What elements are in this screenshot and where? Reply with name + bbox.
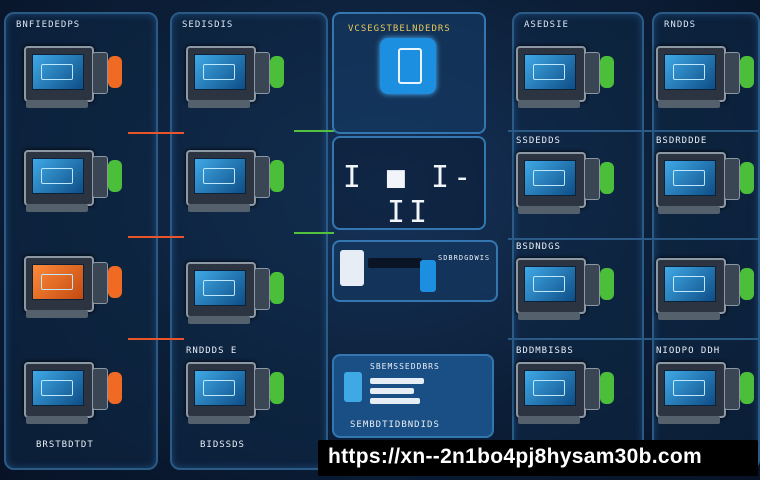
status-tag [108,160,122,192]
connector-line [294,130,334,132]
status-tag [270,372,284,404]
device-monitor [516,356,616,432]
phone-icon [380,38,436,94]
connector-line [128,338,184,340]
status-tag [600,162,614,194]
status-tag [108,266,122,298]
connector-line [128,132,184,134]
card-panel: SDBRDGDWIS [332,240,498,302]
card-bar [370,378,424,384]
status-tag [740,372,754,404]
device-monitor [24,250,124,326]
device-monitor [24,356,124,432]
row-label: SSDEDDS [516,136,561,146]
device-monitor [656,146,756,222]
status-tag [108,56,122,88]
status-tag [740,56,754,88]
status-tag [108,372,122,404]
card-icon [340,250,364,286]
phone-icon [420,260,436,292]
central-hub-panel: VCSEGSTBELNDEDRS [332,12,486,134]
digit-display-panel: I ■ I-II [332,136,486,230]
info-card-title: SBEMSSEDDBRS [370,362,440,371]
connector-line [508,338,758,340]
device-monitor [186,144,286,220]
column-footer-label: BIDSSDS [200,440,245,450]
connector-line [128,236,184,238]
hub-footer-label: SEMBDTIDBNDIDS [350,420,440,430]
digit-readout: I ■ I-II [342,160,476,230]
connector-line [508,238,758,240]
status-tag [740,268,754,300]
row-label: BSDNDGS [516,242,561,252]
column-title: SEDISDIS [182,20,234,30]
status-tag [270,56,284,88]
device-monitor [186,356,286,432]
status-tag [600,56,614,88]
row-label: BDDMBISBS [516,346,574,356]
column-title: ASEDSIE [524,20,569,30]
watermark-url: https://xn--2n1bo4pj8hysam30b.com [328,445,702,468]
status-tag [270,272,284,304]
row-label: NIODPO DDH [656,346,721,356]
status-tag [270,160,284,192]
device-monitor [516,252,616,328]
card-icon [344,372,362,402]
column-title: BNFIEDEDPS [16,20,81,30]
connector-line [294,232,334,234]
device-monitor [516,40,616,116]
row-label: RNDDDS E [186,346,238,356]
column-footer-label: BRSTBDTDT [36,440,94,450]
status-tag [600,268,614,300]
hub-title: VCSEGSTBELNDEDRS [348,24,451,34]
device-monitor [656,40,756,116]
device-monitor [186,256,286,332]
watermark-banner: https://xn--2n1bo4pj8hysam30b.com [318,440,758,476]
status-tag [600,372,614,404]
info-card: SBEMSSEDDBRS [332,354,494,438]
connector-line [508,130,758,132]
device-monitor [24,144,124,220]
device-monitor [24,40,124,116]
card-bar [370,388,414,394]
device-monitor [656,356,756,432]
card-label: SDBRDGDWIS [438,254,491,262]
card-bar [368,258,422,268]
device-monitor [516,146,616,222]
row-label: BSDRDDDE [656,136,708,146]
column-title: RNDDS [664,20,697,30]
card-bar [370,398,420,404]
status-tag [740,162,754,194]
device-monitor [656,252,756,328]
device-monitor [186,40,286,116]
